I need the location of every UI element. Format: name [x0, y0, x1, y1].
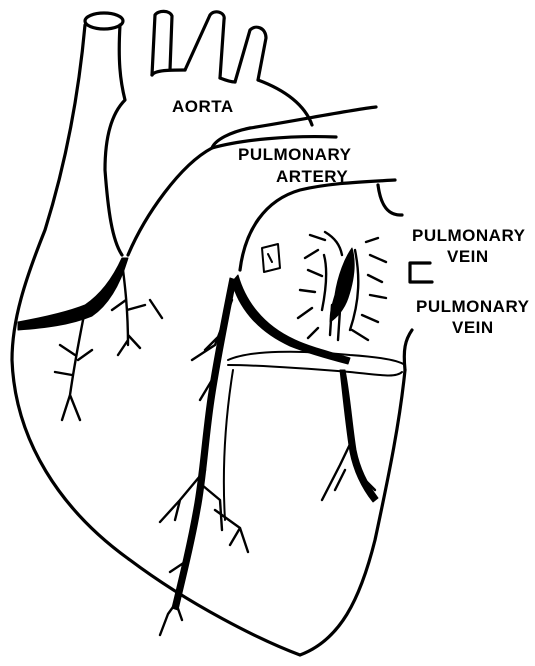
label-aorta: AORTA	[172, 97, 234, 116]
label-pulmonary-artery-2: ARTERY	[276, 167, 348, 186]
atrium-ridge	[330, 248, 354, 322]
posterior-descending-artery	[340, 370, 378, 502]
ventricle-inner-wall	[224, 370, 233, 520]
aorta-opening	[85, 13, 123, 29]
pulmonary-vein-upper-stub	[378, 185, 402, 215]
atrium-vein-marks-right	[350, 238, 386, 340]
label-pulmonary-vein-lower-1: PULMONARY	[416, 297, 530, 316]
pulmonary-vein-lower-stub	[404, 330, 412, 370]
coronary-sinus-lower	[228, 365, 402, 375]
coronary-branch-a	[55, 310, 92, 420]
left-coronary-artery	[18, 258, 128, 330]
label-pulmonary-vein-upper-1: PULMONARY	[412, 226, 526, 245]
atrium-vein-marks-left	[298, 235, 326, 338]
label-pulmonary-artery-1: PULMONARY	[238, 145, 352, 164]
aorta-branch-1	[152, 11, 172, 75]
heart-outline	[12, 25, 405, 655]
aorta-left-wall	[105, 25, 125, 255]
aorta-branch-3	[235, 27, 266, 82]
label-pulmonary-vein-upper-2: VEIN	[447, 247, 489, 266]
pulmonary-vein-bracket	[410, 263, 432, 282]
atrium-small-vessel	[262, 244, 280, 272]
aorta-branch-2	[185, 12, 224, 78]
anterior-descending-artery	[172, 278, 236, 610]
label-pulmonary-vein-lower-2: VEIN	[452, 318, 494, 337]
